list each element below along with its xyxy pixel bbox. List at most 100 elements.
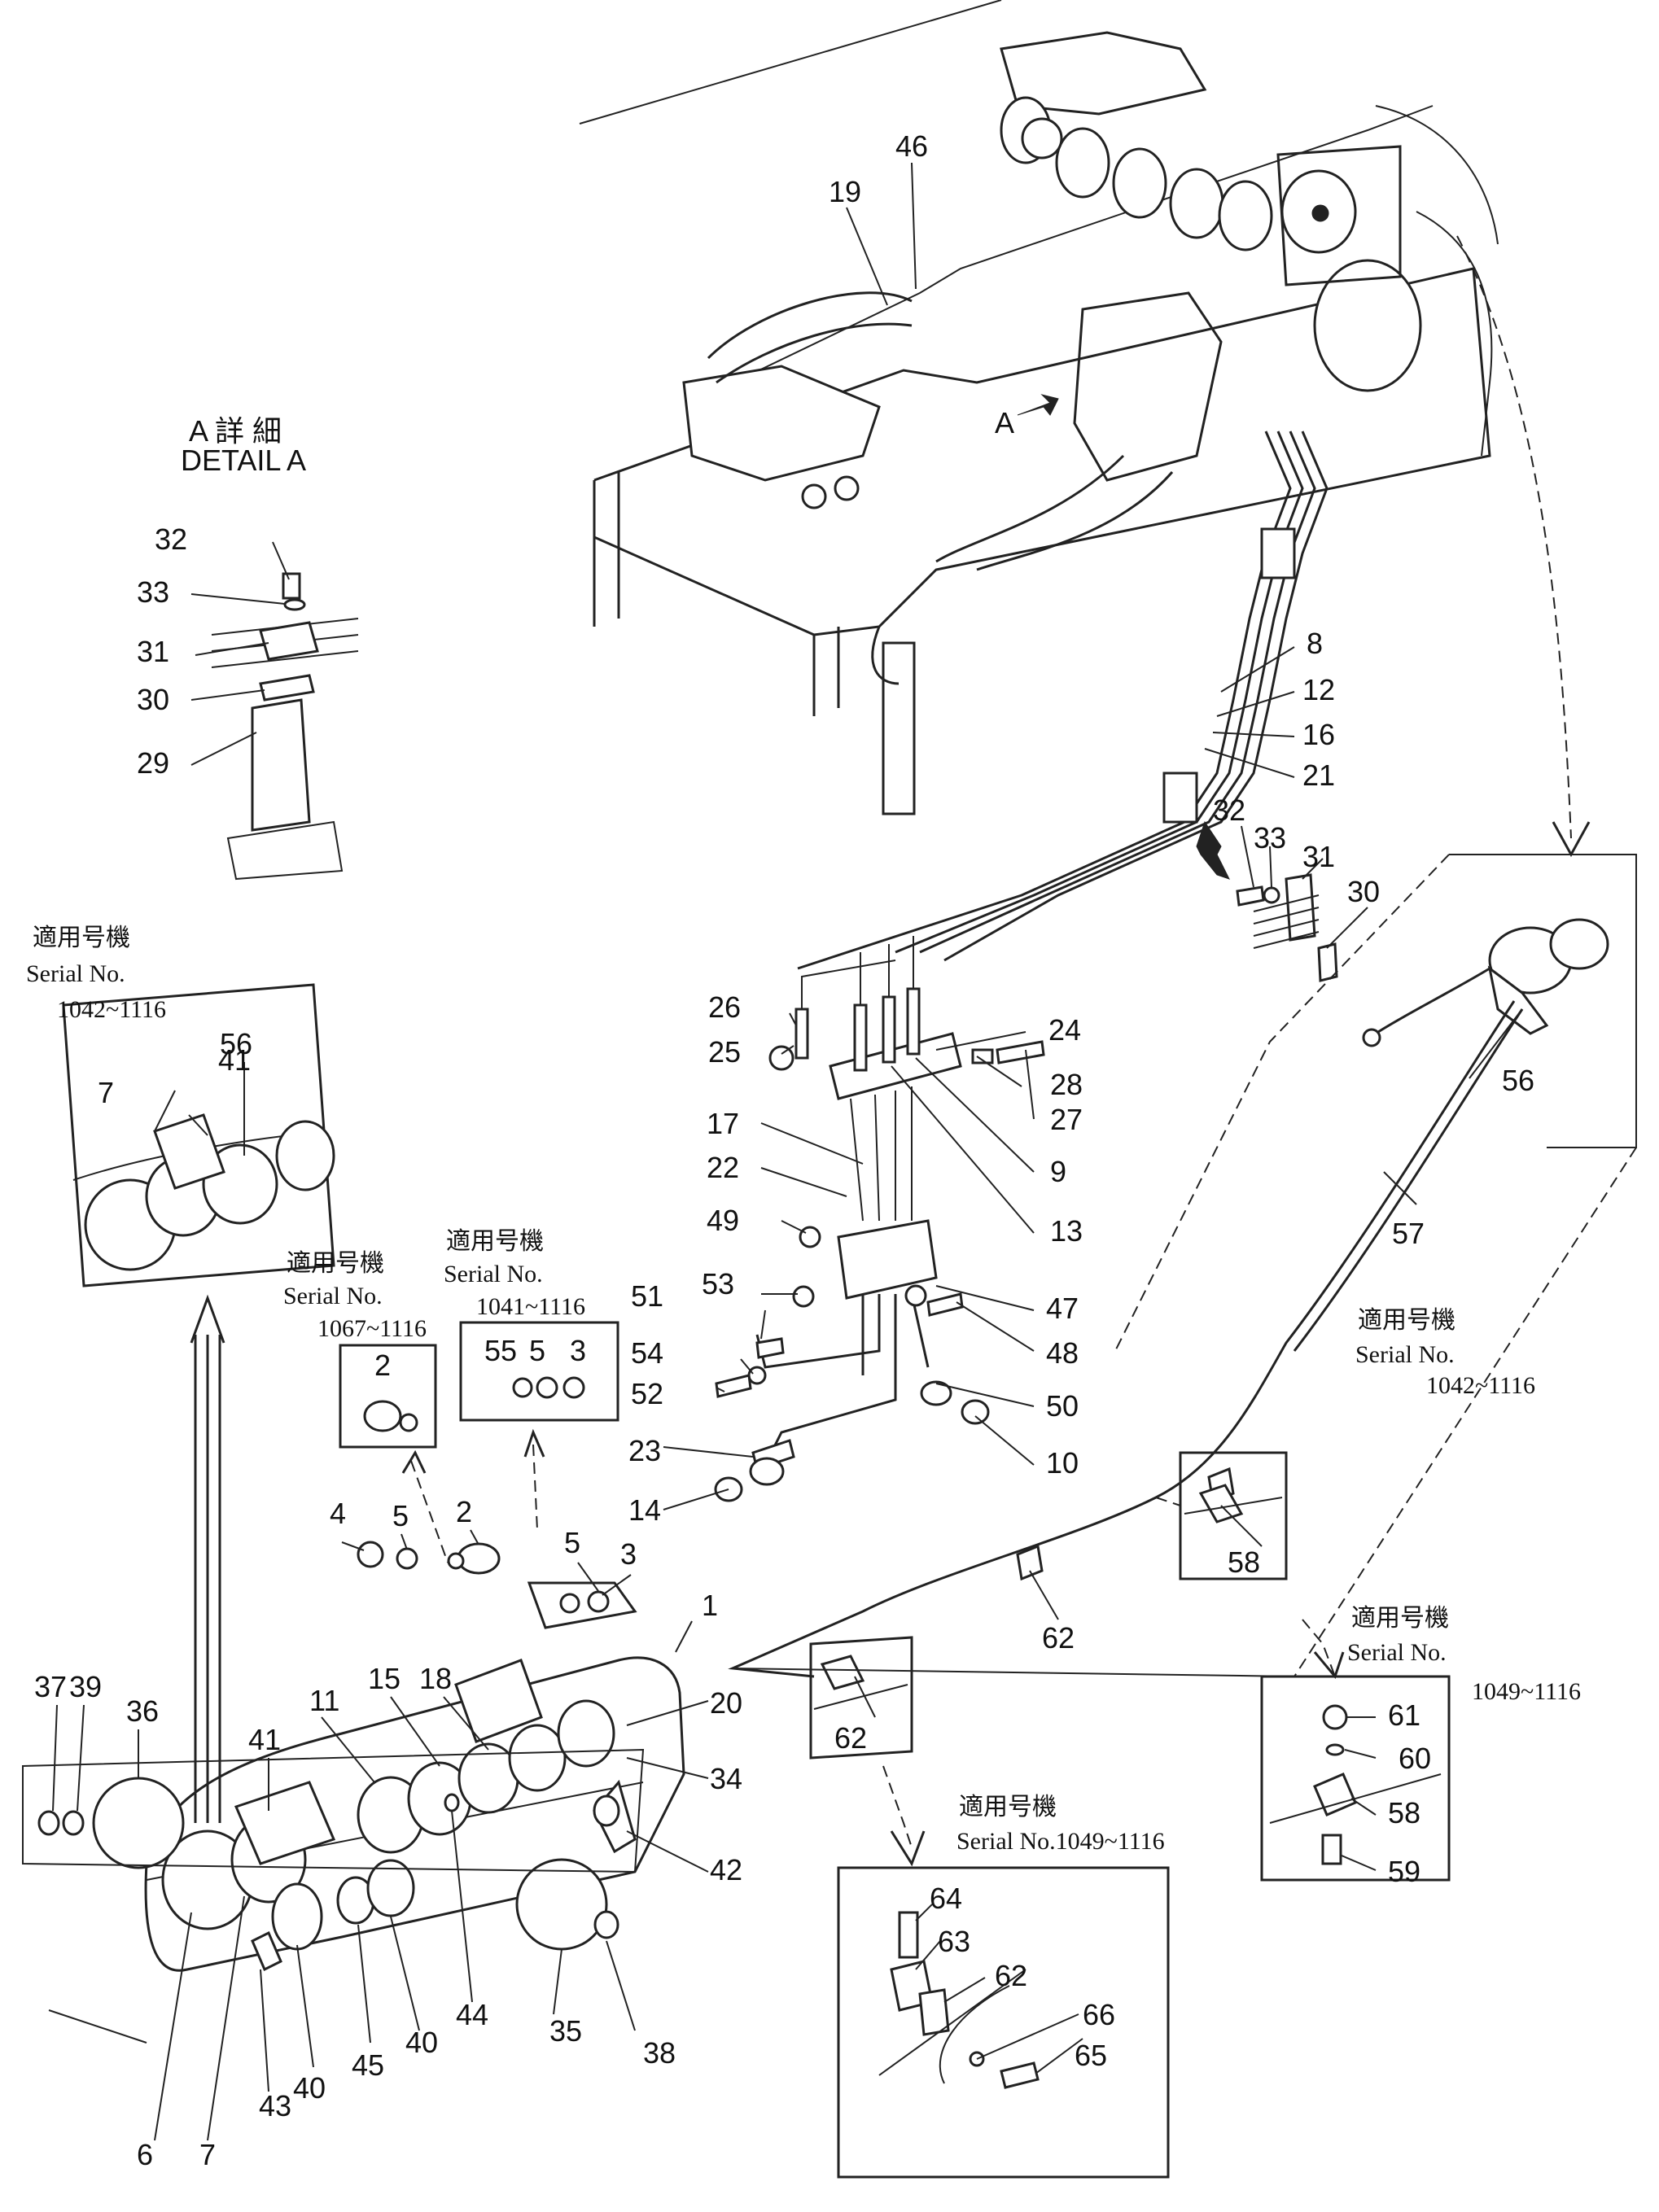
part-label: 56	[220, 1027, 252, 1060]
part-label: 41	[218, 1043, 251, 1077]
serial-note-en: Serial No.	[26, 960, 125, 987]
part-label: 22	[707, 1151, 739, 1184]
serial-note-jp: 適用号機	[959, 1794, 1057, 1821]
part-label: 14	[628, 1493, 661, 1527]
part-label: 32	[155, 522, 187, 556]
part-label: 37	[34, 1670, 67, 1703]
serial-note-en: Serial No.	[283, 1283, 383, 1309]
part-labels: 19 46 8 12 16 21 32 33 31 30 56 57 26 25…	[34, 129, 1534, 2171]
switch-2-box	[339, 1344, 449, 1563]
reference-arrow-right	[1456, 235, 1591, 858]
detail-a-title-en: DETAIL A	[181, 444, 306, 477]
part-label: 1	[702, 1589, 718, 1622]
part-label: 23	[628, 1434, 661, 1467]
part-label: 62	[1042, 1621, 1075, 1655]
switch-box-19	[682, 291, 913, 509]
arrow-a-label: A	[995, 406, 1014, 439]
tube-bundle	[797, 431, 1329, 970]
part-label: 7	[98, 1076, 114, 1109]
part-label: 26	[708, 990, 741, 1024]
leader-lines	[52, 162, 1523, 2141]
part-label: 12	[1302, 673, 1335, 706]
serial-note-range: 1042~1116	[57, 996, 166, 1023]
part-label: 9	[1050, 1155, 1066, 1188]
part-label: 62	[995, 1959, 1027, 1992]
part-label: 8	[1307, 627, 1323, 660]
part-label: 7	[199, 2138, 216, 2171]
part-label: 19	[829, 175, 861, 208]
part-label: 2	[456, 1495, 472, 1528]
serial-note-harness-57: 適用号機 Serial No. 1042~1116	[1355, 1307, 1535, 1399]
part-label: 11	[309, 1684, 339, 1717]
part-label: 63	[938, 1925, 970, 1958]
part-label: 56	[1502, 1064, 1534, 1097]
part-label: 29	[137, 746, 169, 780]
part-label: 59	[1388, 1855, 1420, 1888]
serial-note-range: 1042~1116	[1426, 1372, 1535, 1399]
engine-block	[935, 31, 1422, 571]
part-label: 45	[352, 2048, 384, 2082]
part-label: 40	[405, 2026, 438, 2059]
part-label: 27	[1050, 1103, 1083, 1136]
part-label: 32	[1213, 793, 1245, 827]
detail-a-title: A 詳 細 DETAIL A	[181, 414, 306, 477]
part-label: 30	[137, 683, 169, 716]
part-label: 17	[707, 1107, 739, 1140]
part-label: 41	[248, 1723, 281, 1756]
part-label: 44	[456, 1998, 488, 2031]
part-label: 20	[710, 1686, 742, 1720]
part-label: 35	[549, 2014, 582, 2048]
serial-note-jp: 適用号機	[33, 925, 130, 951]
part-label: 5	[564, 1526, 580, 1559]
part-label: 5	[529, 1334, 545, 1367]
serial-note-en: Serial No.	[1347, 1639, 1447, 1666]
part-label: 31	[1302, 840, 1335, 873]
part-label: 52	[631, 1377, 663, 1410]
part-label: 4	[330, 1497, 346, 1530]
instrument-panel	[22, 1656, 685, 2044]
part-label: 58	[1388, 1796, 1420, 1829]
serial-note-jp: 適用号機	[446, 1228, 544, 1255]
part-label: 18	[419, 1662, 452, 1695]
serial-note-en: Serial No.	[444, 1261, 543, 1287]
part-label: 53	[702, 1267, 734, 1301]
part-label: 47	[1046, 1292, 1079, 1325]
serial-note-jp: 適用号機	[1358, 1307, 1455, 1334]
part-label: 54	[631, 1336, 663, 1370]
part-label: 57	[1392, 1217, 1425, 1250]
part-label: 38	[643, 2036, 676, 2070]
clip-detail-62-box	[837, 1765, 1170, 2179]
part-label: 16	[1302, 718, 1335, 751]
part-label: 55	[484, 1334, 517, 1367]
part-label: 36	[126, 1694, 159, 1728]
detail-a-title-jp: A 詳 細	[189, 414, 282, 448]
detail-a-arrow: A	[995, 394, 1059, 439]
junction-block-24	[794, 936, 962, 1100]
part-label: 31	[137, 635, 169, 668]
part-label: 62	[834, 1721, 867, 1755]
serial-note-en: Serial No.1049~1116	[956, 1828, 1165, 1855]
serial-note-clip-62: 適用号機 Serial No.1049~1116	[956, 1794, 1165, 1855]
junction-block-47	[755, 1086, 938, 1466]
part-label: 24	[1048, 1013, 1081, 1047]
clip-box-62	[809, 1636, 913, 1760]
serial-note-switch-3: 適用号機 Serial No. 1041~1116	[444, 1228, 585, 1320]
switch-3-box	[459, 1321, 619, 1531]
serial-note-en: Serial No.	[1355, 1341, 1455, 1368]
part-label: 40	[293, 2071, 326, 2105]
fittings	[714, 1040, 1045, 1502]
clip-detail-58-box	[1260, 1619, 1451, 1882]
serial-note-range: 1049~1116	[1472, 1678, 1581, 1705]
part-label: 15	[368, 1662, 401, 1695]
part-label: 39	[69, 1670, 102, 1703]
part-label: 6	[137, 2138, 153, 2171]
part-label: 2	[374, 1349, 391, 1382]
serial-note-range: 1041~1116	[476, 1293, 585, 1320]
part-label: 33	[1254, 821, 1286, 855]
part-label: 58	[1228, 1545, 1260, 1579]
part-label: 60	[1399, 1742, 1431, 1775]
switch-56	[1362, 918, 1609, 1047]
clip-group-right	[1196, 820, 1338, 982]
part-label: 5	[392, 1499, 409, 1532]
